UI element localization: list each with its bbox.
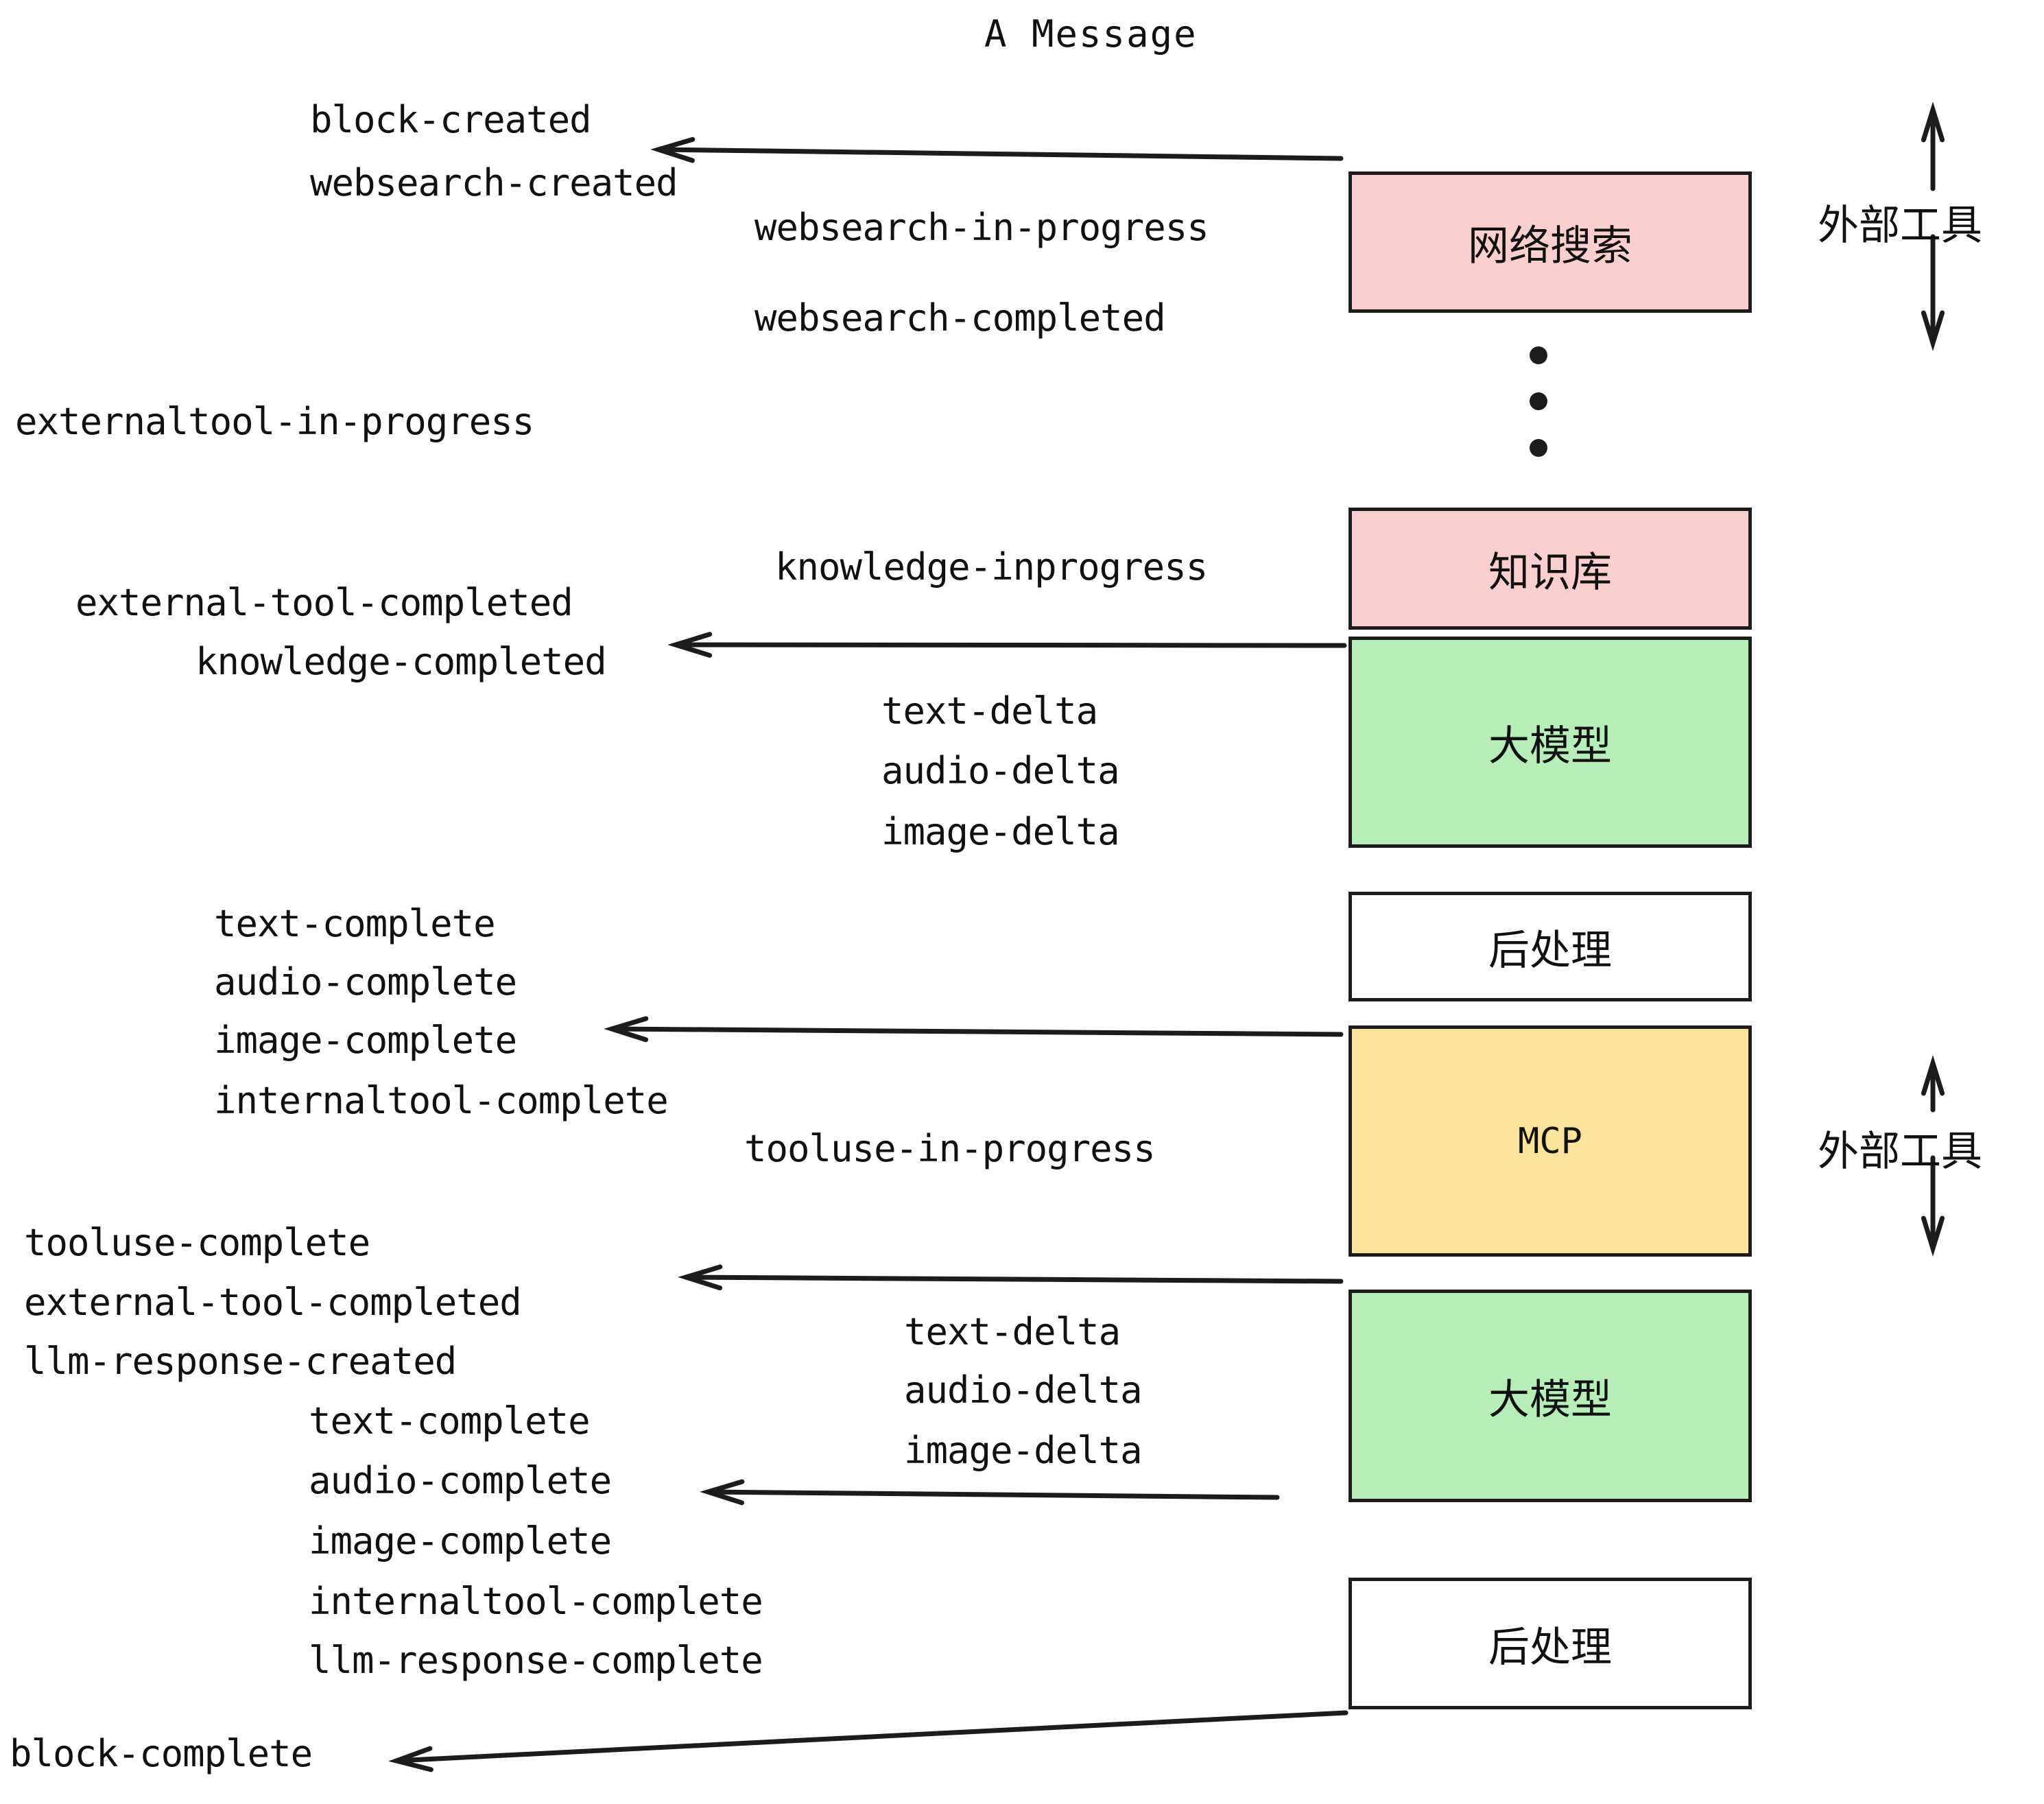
arrow-image-complete-head	[604, 1016, 649, 1043]
ext-arrow-down-top-head	[1921, 310, 1945, 351]
arrow-tooluse-complete-head	[678, 1264, 723, 1291]
event-label-internaltool-complete-1: internaltool-complete	[214, 1079, 669, 1122]
arrow-block-complete-head	[388, 1746, 433, 1772]
event-label-websearch-created: websearch-created	[310, 161, 678, 204]
event-label-external-tool-completed-2: external-tool-completed	[24, 1281, 522, 1324]
node-postprocess-top[interactable]: 后处理	[1348, 892, 1752, 1001]
event-label-audio-delta-2: audio-delta	[904, 1368, 1143, 1412]
event-label-websearch-completed: websearch-completed	[754, 296, 1166, 340]
event-label-image-complete-1: image-complete	[214, 1019, 517, 1062]
node-knowledge[interactable]: 知识库	[1348, 508, 1752, 630]
ext-arrow-down-bottom-head	[1921, 1215, 1945, 1257]
event-label-text-complete-1: text-complete	[214, 902, 496, 945]
event-label-text-delta-1: text-delta	[881, 689, 1098, 733]
event-label-llm-response-created: llm-response-created	[24, 1340, 457, 1383]
external-tool-bottom-label: 外部工具	[1818, 1128, 1982, 1176]
page-title: A Message	[984, 12, 1198, 56]
ellipsis-dot-icon	[1530, 439, 1547, 457]
external-tool-top-label: 外部工具	[1818, 202, 1982, 250]
node-llm-bottom[interactable]: 大模型	[1348, 1290, 1752, 1502]
event-label-knowledge-inprogress: knowledge-inprogress	[775, 545, 1208, 589]
arrow-block-created-line	[656, 147, 1344, 161]
arrow-audio-complete-line	[705, 1489, 1280, 1500]
event-label-text-delta-2: text-delta	[904, 1310, 1121, 1353]
event-label-tooluse-complete: tooluse-complete	[24, 1221, 370, 1264]
arrow-block-created-head	[650, 137, 696, 163]
event-label-knowledge-completed: knowledge-completed	[195, 640, 607, 683]
event-label-audio-delta-1: audio-delta	[881, 749, 1120, 792]
event-label-image-complete-2: image-complete	[309, 1519, 612, 1563]
event-label-audio-complete-2: audio-complete	[309, 1459, 612, 1502]
arrow-block-complete-line	[394, 1710, 1348, 1764]
event-label-websearch-in-progress: websearch-in-progress	[754, 206, 1209, 249]
node-postprocess-bottom[interactable]: 后处理	[1348, 1578, 1752, 1709]
ellipsis-dot-icon	[1530, 346, 1547, 364]
arrow-tooluse-complete-line	[683, 1274, 1344, 1284]
node-websearch[interactable]: 网络搜索	[1348, 171, 1752, 313]
arrow-audio-complete-head	[700, 1479, 745, 1506]
event-label-internaltool-complete-2: internaltool-complete	[309, 1580, 763, 1623]
arrow-knowledge-completed-head	[667, 632, 713, 658]
ext-arrow-up-bottom-head	[1921, 1055, 1945, 1096]
event-label-block-complete: block-complete	[10, 1732, 313, 1775]
event-label-text-complete-2: text-complete	[309, 1399, 591, 1443]
event-label-tooluse-in-progress: tooluse-in-progress	[744, 1127, 1156, 1170]
node-mcp[interactable]: MCP	[1348, 1025, 1752, 1257]
ext-arrow-up-top-head	[1921, 102, 1945, 143]
event-label-external-tool-completed-1: external-tool-completed	[75, 581, 573, 624]
event-label-audio-complete-1: audio-complete	[214, 960, 517, 1004]
ellipsis-dot-icon	[1530, 392, 1547, 410]
event-label-image-delta-2: image-delta	[904, 1429, 1143, 1472]
arrow-image-complete-line	[609, 1026, 1344, 1037]
event-label-block-created: block-created	[310, 98, 592, 141]
event-label-llm-response-complete: llm-response-complete	[309, 1639, 763, 1682]
event-label-externaltool-in-progress: externaltool-in-progress	[15, 400, 534, 443]
event-label-image-delta-1: image-delta	[881, 810, 1120, 853]
node-llm-top[interactable]: 大模型	[1348, 637, 1752, 848]
